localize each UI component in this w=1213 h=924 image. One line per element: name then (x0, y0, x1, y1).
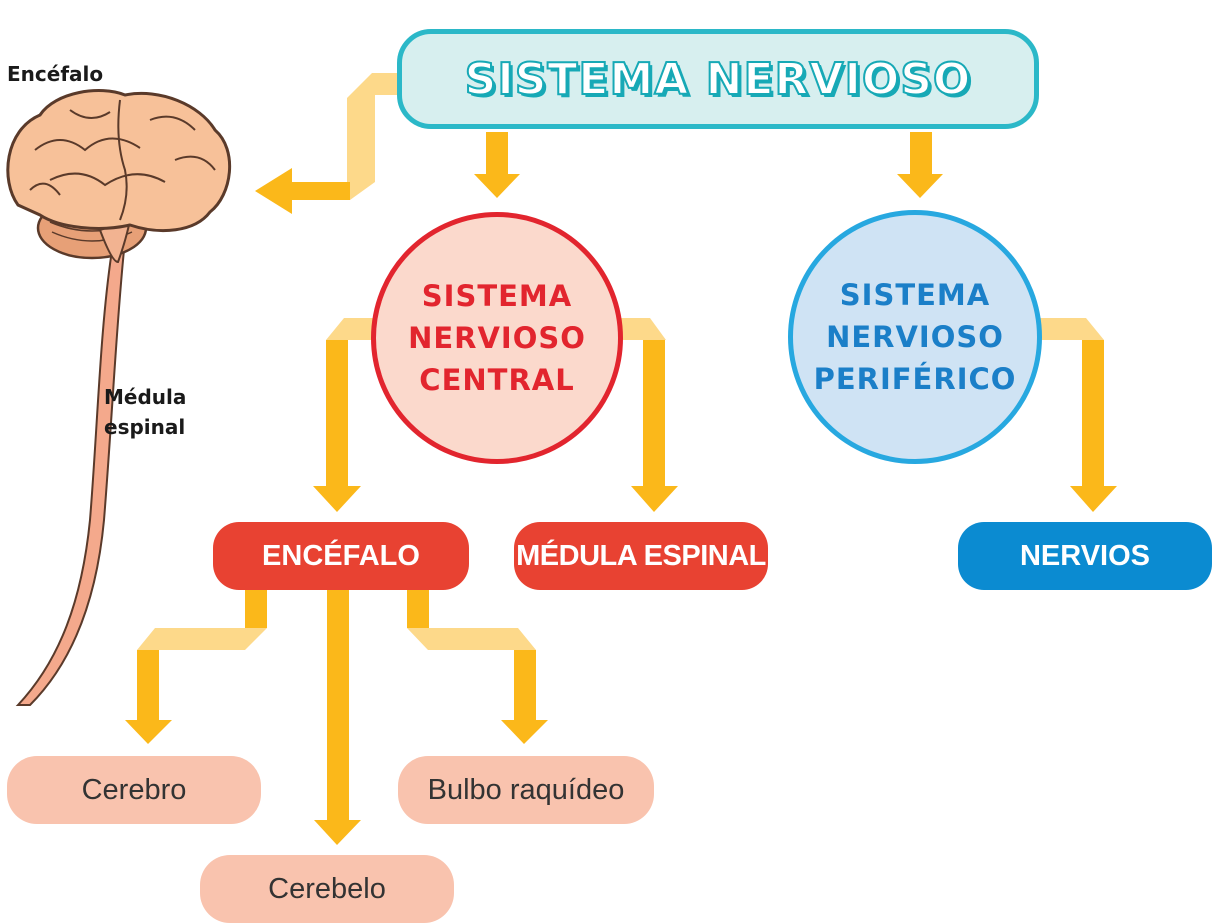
cerebro-node: Cerebro (7, 756, 261, 824)
arrow-title-to-central (474, 132, 520, 198)
connector-encefalo-to-cerebro (125, 590, 267, 744)
title-box: SISTEMA NERVIOSO (397, 29, 1039, 129)
diagram-title: SISTEMA NERVIOSO (464, 53, 972, 106)
nervios-node: NERVIOS (958, 522, 1212, 590)
periferico-line1: SISTEMA (839, 278, 991, 312)
periferico-line3: PERIFÉRICO (813, 362, 1017, 396)
bulbo-raquideo-node: Bulbo raquídeo (398, 756, 654, 824)
connector-central-to-encefalo (313, 318, 378, 512)
connector-encefalo-to-cerebelo (314, 590, 361, 845)
cerebelo-node: Cerebelo (200, 855, 454, 923)
periferico-line2: NERVIOSO (826, 320, 1004, 354)
central-line2: NERVIOSO (408, 321, 586, 355)
sistema-nervioso-periferico-node: SISTEMA NERVIOSO PERIFÉRICO (788, 210, 1042, 464)
label-medula-line1: Médula (104, 385, 187, 409)
label-medula-line2: espinal (104, 415, 186, 439)
connector-periferico-to-nervios (1040, 318, 1117, 512)
arrow-title-to-periferico (897, 132, 943, 198)
connector-encefalo-to-bulbo (407, 590, 548, 744)
medula-espinal-node: MÉDULA ESPINAL (514, 522, 768, 590)
sistema-nervioso-central-node: SISTEMA NERVIOSO CENTRAL (371, 212, 623, 464)
central-line1: SISTEMA (421, 279, 573, 313)
encefalo-node: ENCÉFALO (213, 522, 469, 590)
connector-title-to-encefalo (255, 73, 397, 214)
connector-central-to-medula (618, 318, 678, 512)
brain-illustration (6, 89, 232, 706)
label-encefalo: Encéfalo (7, 62, 104, 86)
central-line3: CENTRAL (419, 363, 575, 397)
